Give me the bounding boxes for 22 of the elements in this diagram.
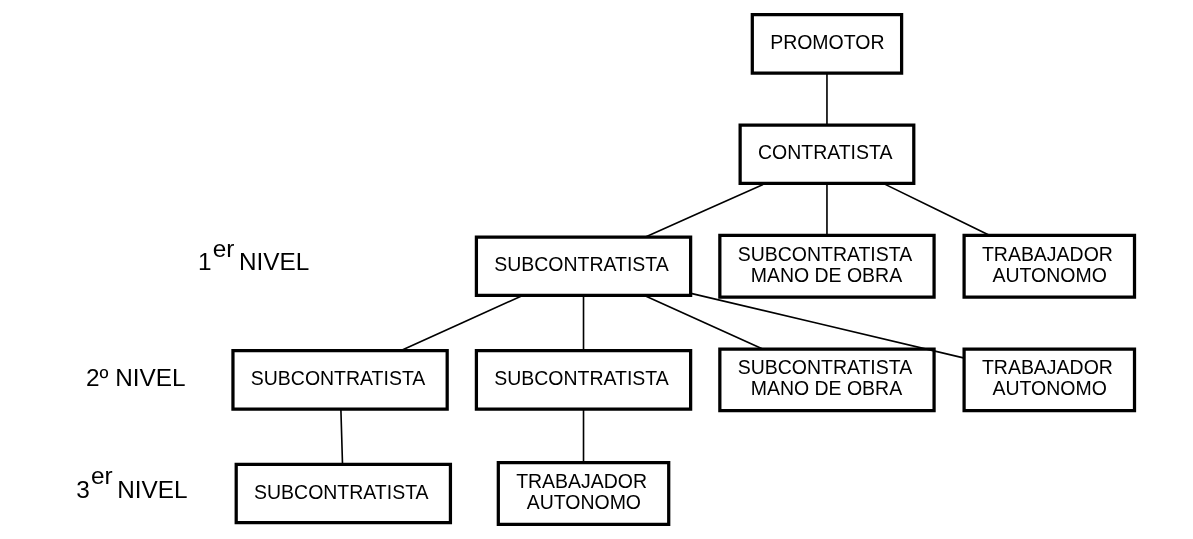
node-box: SUBCONTRATISTA MANO DE OBRA [718, 233, 936, 299]
label: 2º NIVEL [86, 363, 186, 391]
connector [400, 294, 523, 352]
node-box: SUBCONTRATISTA MANO DE OBRA [718, 347, 936, 413]
node-box: TRABAJADOR AUTONOMO [496, 461, 671, 526]
node-box: TRABAJADOR AUTONOMO [962, 233, 1137, 299]
node-box: TRABAJADOR AUTONOMO [962, 347, 1137, 413]
connector [644, 294, 763, 350]
node-box: CONTRATISTA [738, 123, 916, 186]
connector [582, 294, 585, 351]
node-box: PROMOTOR [750, 13, 904, 75]
connector [826, 72, 828, 126]
node-box: SUBCONTRATISTA [234, 462, 453, 525]
connector [882, 182, 990, 236]
node-box: SUBCONTRATISTA [474, 349, 693, 411]
connector [826, 183, 828, 236]
node-box: SUBCONTRATISTA [474, 235, 693, 298]
connector [644, 182, 766, 238]
connector [582, 408, 585, 463]
connector [690, 292, 965, 359]
connector [340, 408, 344, 465]
node-box: SUBCONTRATISTA [231, 349, 449, 411]
